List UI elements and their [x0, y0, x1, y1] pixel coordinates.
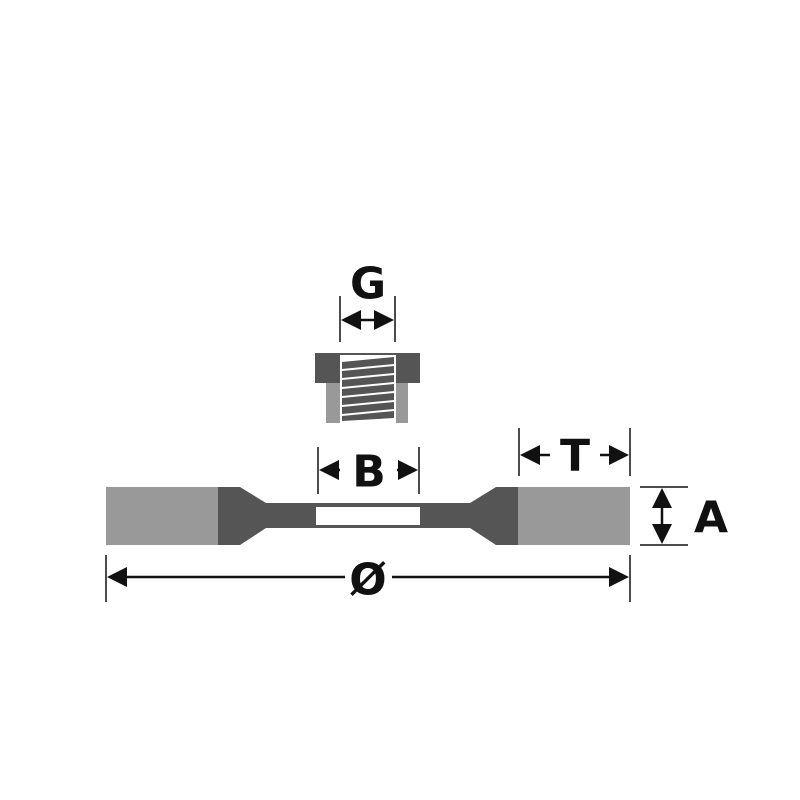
label-t: T: [560, 431, 590, 482]
dimension-g: G: [339, 259, 396, 342]
dimension-b: B: [317, 447, 420, 498]
label-g: G: [350, 259, 386, 310]
wheel-cross-section: [106, 487, 630, 545]
dimension-diameter: Ø: [105, 555, 631, 606]
label-a: A: [694, 493, 728, 544]
bore-hole: [316, 507, 420, 525]
threaded-insert: [315, 353, 420, 423]
label-b: B: [352, 447, 386, 498]
label-diameter: Ø: [349, 555, 386, 606]
dimension-a: A: [640, 486, 728, 546]
dimension-t: T: [518, 428, 631, 482]
thread-stripes: [342, 357, 394, 421]
